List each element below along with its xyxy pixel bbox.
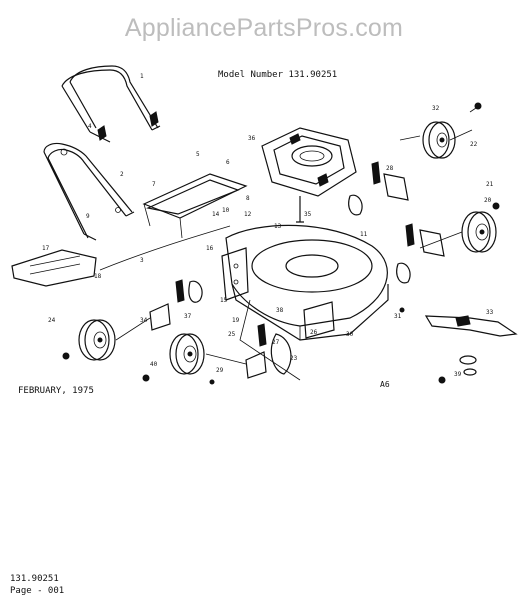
rear-left-wheel	[78, 319, 116, 361]
upper-handle	[61, 65, 161, 143]
callout: 14	[212, 211, 220, 218]
callout: 8	[246, 195, 250, 202]
callout: 13	[274, 223, 282, 230]
callout: 37	[184, 313, 192, 320]
date-label: FEBRUARY, 1975	[18, 386, 94, 396]
watermark: AppliancePartsPros.com	[124, 14, 404, 42]
height-adjusters	[149, 161, 445, 379]
callout: 26	[310, 329, 318, 336]
rear-right-wheel	[422, 121, 456, 159]
front-right-wheel	[461, 211, 497, 253]
footer-page: Page - 001	[10, 586, 65, 596]
mower-deck	[225, 224, 389, 381]
callout: 27	[272, 339, 280, 346]
callout: 20	[484, 197, 492, 204]
right-bracket	[303, 301, 335, 339]
callout: 12	[244, 211, 252, 218]
callout: 11	[360, 231, 368, 238]
sheet-code: A6	[380, 380, 390, 389]
callout: 7	[152, 181, 156, 188]
callout: 30	[346, 331, 354, 338]
rear-deflector	[11, 249, 97, 287]
callout: 1	[140, 73, 144, 80]
callout: 9	[86, 213, 90, 220]
callout: 24	[48, 317, 56, 324]
callout: 10	[222, 207, 230, 214]
callout: 3	[140, 257, 144, 264]
footer-model: 131.90251	[10, 574, 59, 584]
callout: 6	[226, 159, 230, 166]
callout: 25	[228, 331, 236, 338]
callout: 36	[248, 135, 256, 142]
axle-bolts	[62, 102, 500, 385]
callout: 39	[454, 371, 462, 378]
callout: 32	[432, 105, 440, 112]
callout: 2	[120, 171, 124, 178]
blade	[424, 315, 518, 337]
callout: 33	[486, 309, 494, 316]
left-bracket	[221, 247, 249, 301]
callout: 31	[394, 313, 402, 320]
callout: 40	[150, 361, 158, 368]
callout: 21	[486, 181, 494, 188]
control-cable	[99, 225, 231, 271]
callout: 38	[276, 307, 284, 314]
callout: 18	[94, 273, 102, 280]
model-number: Model Number 131.90251	[218, 70, 338, 80]
front-left-wheel	[169, 333, 205, 375]
callout: 23	[290, 355, 298, 362]
callout: 16	[206, 245, 214, 252]
callout: 22	[470, 141, 478, 148]
callout: 35	[304, 211, 312, 218]
callout: 15	[220, 297, 228, 304]
callout: 5	[196, 151, 200, 158]
callout: 17	[42, 245, 50, 252]
engine	[261, 127, 357, 223]
callout: 19	[232, 317, 240, 324]
callout: 34	[140, 317, 148, 324]
lower-handle	[43, 142, 135, 241]
part-callouts: 1 2 3 4 5 6 7 8 9 10 11 12 13 14 15 16 1…	[42, 73, 494, 378]
baffle-frame	[142, 173, 248, 239]
callout: 29	[216, 367, 224, 374]
callout: 4	[88, 123, 92, 130]
callout: 28	[386, 165, 394, 172]
blade-adapter	[438, 355, 477, 384]
